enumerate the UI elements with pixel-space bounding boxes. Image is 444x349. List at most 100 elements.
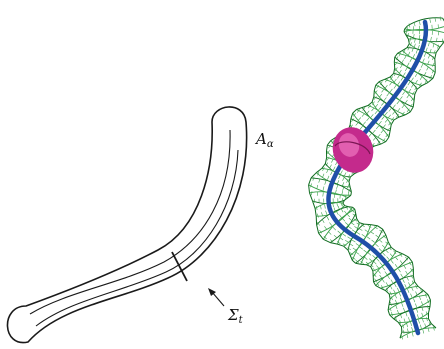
- mesh-stipple: [378, 106, 382, 111]
- mesh-stipple: [338, 175, 341, 179]
- mesh-stipple: [389, 301, 393, 306]
- mesh-stipple: [373, 261, 377, 265]
- mesh-stipple: [325, 162, 329, 167]
- mesh-stipple: [342, 187, 345, 191]
- tube-inner-curve-upper: [29, 129, 231, 315]
- mesh-stipple: [424, 323, 427, 328]
- mesh-edge: [379, 287, 386, 291]
- mesh-stipple: [419, 34, 421, 39]
- mesh-stipple: [351, 229, 356, 233]
- mesh-stipple: [406, 94, 410, 99]
- mesh-stipple: [351, 118, 355, 122]
- mesh-stipple: [394, 283, 397, 288]
- mesh-stipple: [410, 97, 414, 102]
- mesh-edge: [413, 94, 416, 101]
- mesh-stipple: [339, 214, 343, 219]
- mesh-stipple: [350, 222, 355, 226]
- mesh-stipple: [345, 195, 347, 200]
- mesh-stipple: [384, 111, 388, 116]
- mesh-stipple: [419, 76, 423, 81]
- mesh-stipple: [414, 86, 418, 91]
- mesh-stipple: [325, 210, 328, 215]
- mesh-stipple: [382, 266, 386, 271]
- mesh-stipple: [403, 307, 405, 312]
- mesh-stipple: [318, 178, 321, 183]
- mesh-stipple: [376, 85, 380, 89]
- mesh-stipple: [411, 47, 414, 52]
- mesh-stipple: [424, 293, 427, 298]
- mesh-stipple: [332, 203, 334, 208]
- mesh-edge: [395, 250, 403, 255]
- mesh-stipple: [401, 302, 404, 307]
- mesh-stipple: [380, 129, 384, 134]
- mesh-stipple: [375, 243, 379, 247]
- mesh-stipple: [396, 287, 400, 292]
- mesh-stipple: [370, 114, 374, 118]
- mesh-stipple: [425, 311, 428, 316]
- mesh-edge: [373, 85, 377, 91]
- mesh-stipple: [326, 156, 330, 161]
- mesh-stipple: [380, 285, 384, 289]
- mesh-stipple: [399, 96, 403, 100]
- mesh-edge: [327, 140, 332, 146]
- mesh-stipple: [404, 284, 407, 288]
- mesh-stipple: [359, 246, 363, 250]
- tube-inner-curve-lower: [35, 149, 239, 327]
- mesh-stipple: [402, 324, 404, 329]
- mesh-stipple: [401, 104, 405, 109]
- mesh-stipple: [385, 282, 389, 287]
- mesh-stipple: [392, 111, 396, 115]
- mesh-stipple: [374, 90, 378, 94]
- mesh-stipple: [395, 114, 399, 118]
- mesh-stipple: [405, 256, 408, 261]
- mesh-stipple: [397, 81, 401, 85]
- mesh-stipple: [390, 296, 393, 301]
- mesh-edge: [393, 116, 400, 121]
- mesh-stipple: [393, 72, 397, 77]
- mesh-edge: [347, 194, 352, 198]
- mesh-stipple: [356, 232, 361, 235]
- mesh-edge: [428, 318, 432, 324]
- mesh-stipple: [426, 317, 428, 322]
- mesh-stipple: [376, 265, 380, 269]
- mesh-edge: [344, 197, 349, 201]
- mesh-edge: [354, 209, 357, 214]
- mesh-edge: [404, 111, 411, 116]
- mesh-edge: [435, 46, 441, 53]
- schematic-tube: Aα Σt: [6, 106, 274, 344]
- mesh-stipple: [326, 169, 329, 174]
- mesh-stipple: [411, 84, 414, 88]
- mesh-stipple: [322, 192, 324, 197]
- mesh-stipple: [383, 97, 387, 101]
- mesh-edge: [389, 124, 392, 132]
- mesh-edge: [389, 73, 395, 78]
- mesh-edge: [408, 256, 413, 263]
- mesh-stipple: [328, 231, 332, 235]
- mesh-stipple: [321, 219, 325, 224]
- mesh-edge: [417, 286, 424, 291]
- mesh-rib: [407, 17, 443, 27]
- mesh-stipple: [342, 177, 345, 181]
- mesh-edge: [316, 224, 320, 234]
- mesh-stipple: [368, 133, 372, 137]
- mesh-stipple: [428, 322, 431, 327]
- mesh-stipple: [361, 234, 366, 237]
- mesh-edge: [360, 263, 367, 266]
- mesh-edge: [394, 52, 398, 58]
- mesh-stipple: [361, 224, 365, 227]
- mesh-edge: [348, 176, 351, 182]
- mesh-stipple: [427, 299, 430, 304]
- mesh-edge: [414, 281, 419, 287]
- mesh-edge: [434, 52, 437, 59]
- mesh-stipple: [323, 235, 327, 240]
- mesh-stipple: [386, 256, 390, 260]
- mesh-edge: [349, 186, 352, 192]
- mesh-stipple: [427, 60, 430, 65]
- mesh-stipple: [413, 298, 416, 303]
- mesh-stipple: [406, 323, 408, 328]
- mesh-stipple: [417, 44, 420, 49]
- mesh-stipple: [385, 287, 389, 292]
- mesh-edge: [342, 202, 346, 206]
- mesh-stipple: [367, 252, 372, 256]
